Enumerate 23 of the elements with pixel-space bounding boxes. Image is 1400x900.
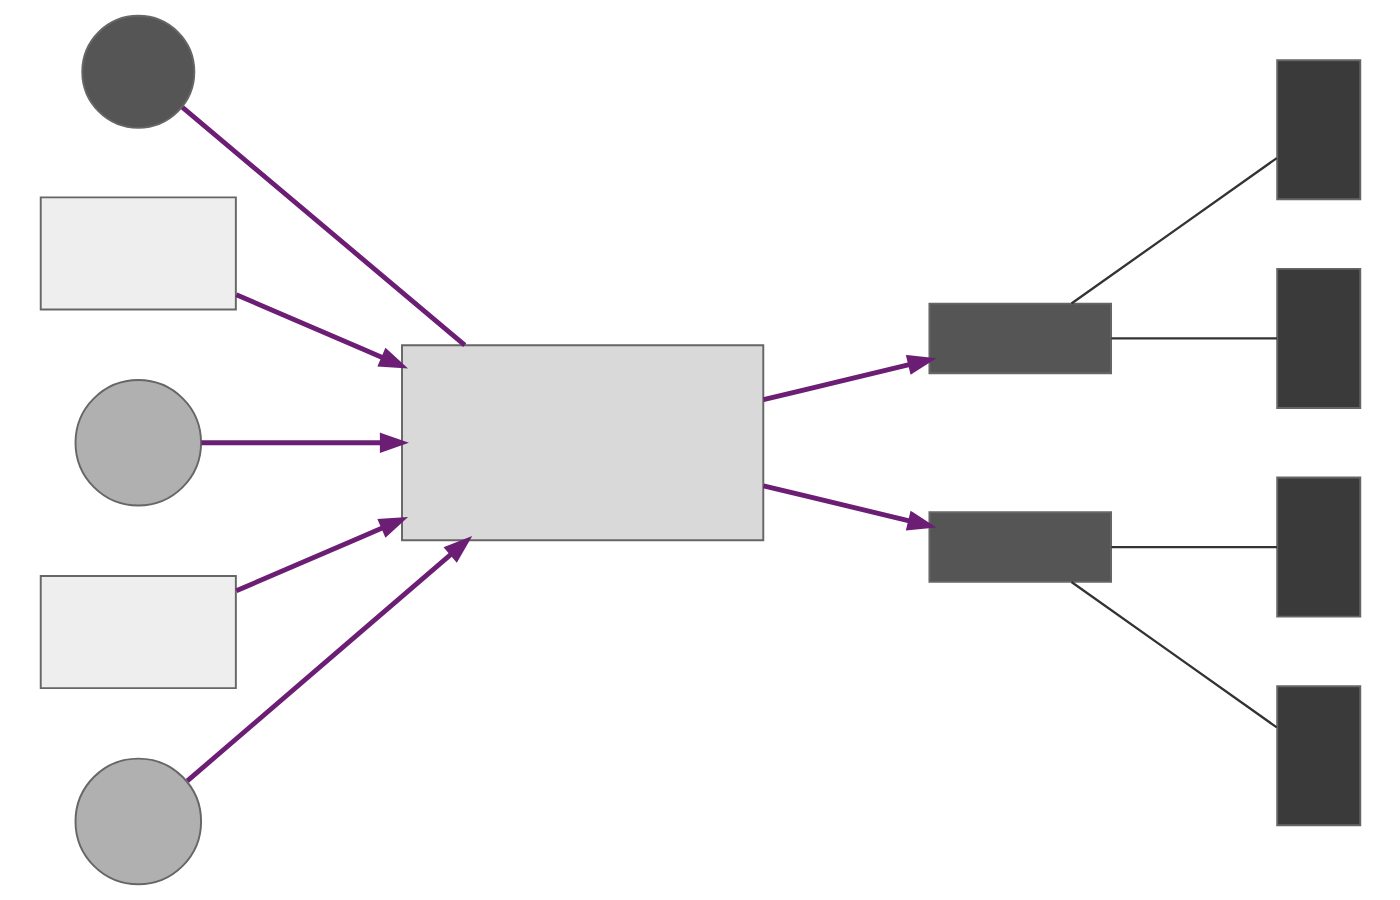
arrow <box>185 536 472 783</box>
node-box <box>1275 476 1361 618</box>
node-box <box>927 511 1112 583</box>
node-box <box>39 575 237 690</box>
node-box <box>927 302 1112 375</box>
node-circle <box>74 757 202 886</box>
arrow <box>762 483 936 531</box>
connector <box>180 105 466 347</box>
arrow <box>234 516 408 593</box>
connector <box>1110 337 1277 340</box>
node-circle <box>74 379 202 507</box>
node-box <box>1275 685 1361 827</box>
node-box <box>1275 267 1361 409</box>
arrow <box>234 292 408 369</box>
node-box <box>400 344 764 542</box>
arrow <box>762 355 936 403</box>
connector <box>1070 157 1277 305</box>
node-box <box>1275 59 1361 201</box>
node-circle <box>80 14 195 129</box>
connector <box>1110 545 1277 549</box>
node-box <box>39 196 237 311</box>
connector <box>1070 581 1277 729</box>
arrow <box>200 432 409 453</box>
